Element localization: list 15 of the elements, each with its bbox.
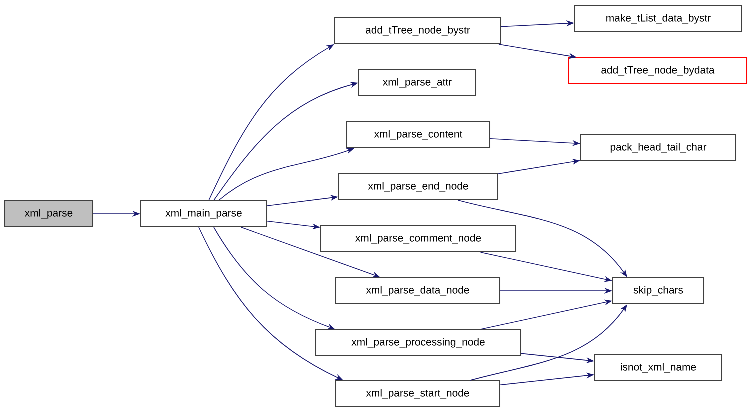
function-box: xml_parse_attr: [358, 70, 476, 96]
function-box: xml_parse_data_node: [336, 278, 500, 304]
function-box: xml_parse: [4, 200, 94, 228]
function-box: add_tTree_node_bystr: [334, 18, 502, 44]
function-box: xml_parse_processing_node: [316, 330, 522, 356]
function-box: xml_parse_start_node: [336, 380, 500, 408]
function-box: xml_parse_content: [346, 122, 490, 148]
function-box: xml_parse_end_node: [338, 174, 498, 200]
function-box: make_tList_data_bystr: [574, 6, 742, 32]
function-box: xml_main_parse: [140, 200, 268, 228]
function-box: pack_head_tail_char: [580, 134, 736, 162]
function-box: isnot_xml_name: [594, 354, 722, 382]
function-box: add_tTree_node_bydata: [568, 58, 748, 84]
function-box: skip_chars: [612, 278, 704, 304]
function-box: xml_parse_comment_node: [320, 226, 516, 252]
